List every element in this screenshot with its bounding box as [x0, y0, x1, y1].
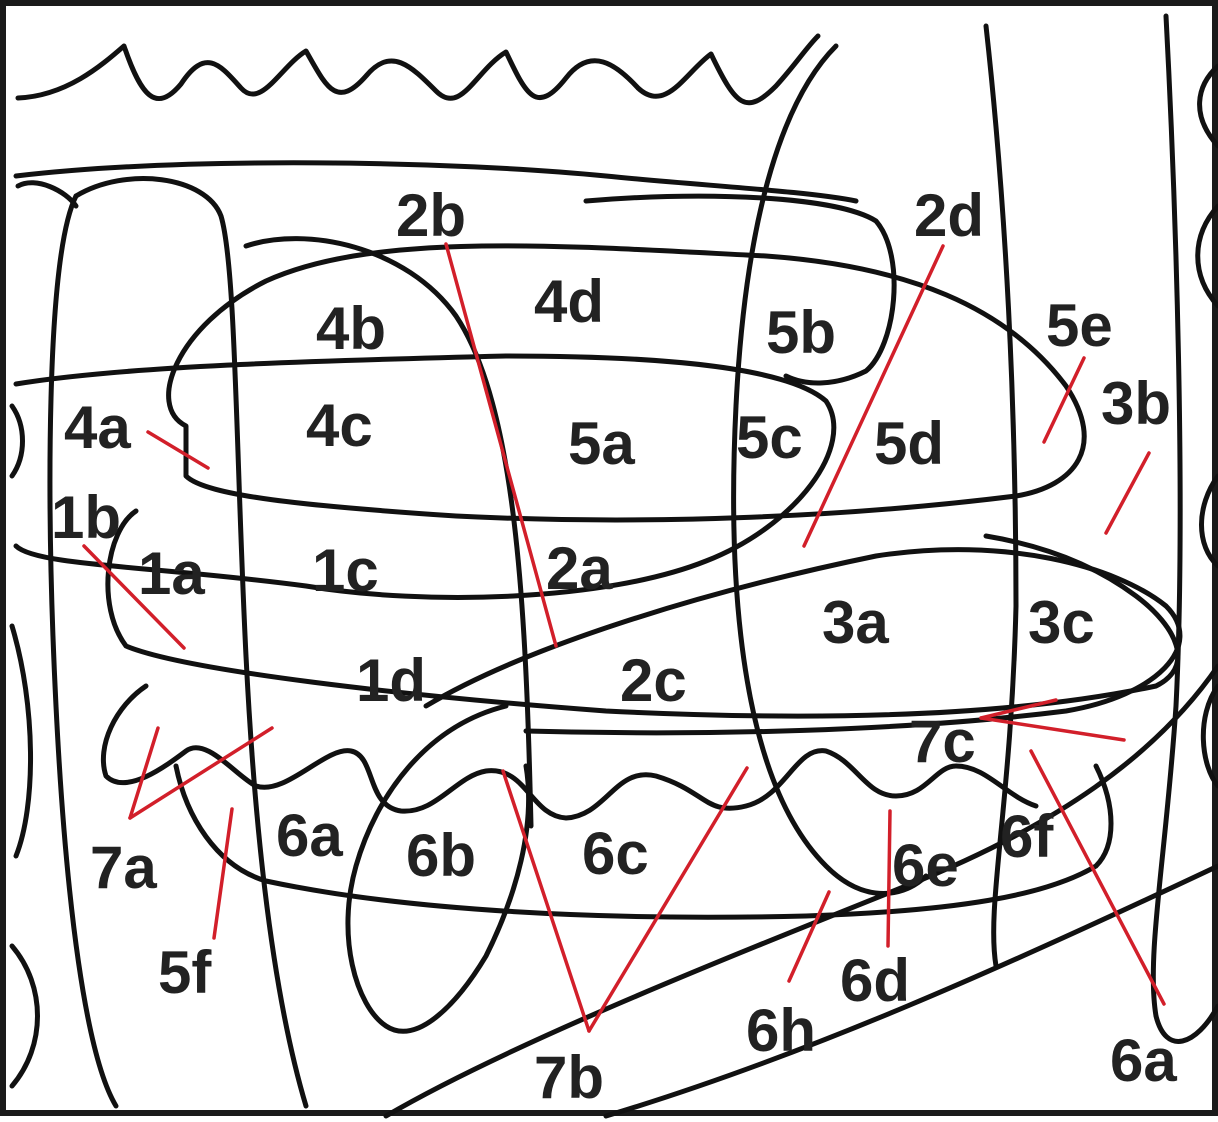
leader-4a — [148, 432, 208, 468]
label-2b: 2b — [396, 182, 466, 249]
label-2d: 2d — [914, 182, 984, 249]
middle-left-loop-outline — [246, 239, 531, 826]
label-5f: 5f — [158, 939, 212, 1006]
left-column-outline — [50, 196, 116, 1106]
hamburger-line-drawing: 2b 2d 4d 4b 5b 5e 3b 4a 4c 5a 5c 5d 1b 1… — [6, 6, 1218, 1122]
top-left-cap-outline — [18, 183, 76, 206]
label-6e: 6e — [892, 832, 959, 899]
label-1d: 1d — [356, 647, 426, 714]
label-6d: 6d — [840, 947, 910, 1014]
leader-6d — [888, 811, 890, 946]
label-3b: 3b — [1101, 370, 1171, 437]
label-2c: 2c — [620, 647, 687, 714]
leader-5f — [214, 809, 232, 938]
label-5a: 5a — [568, 410, 635, 477]
leader-2d — [804, 246, 943, 546]
label-7b: 7b — [534, 1044, 604, 1111]
label-5d: 5d — [874, 410, 944, 477]
label-6c: 6c — [582, 820, 649, 887]
label-5e: 5e — [1046, 292, 1113, 359]
leader-6h — [789, 892, 829, 981]
leader-5e — [1044, 358, 1084, 442]
label-6h: 6h — [746, 997, 816, 1064]
label-3a: 3a — [822, 589, 889, 656]
leader-7c-b — [981, 718, 1124, 740]
label-4b: 4b — [316, 295, 386, 362]
leader-6a-right — [1031, 751, 1164, 1004]
leader-7b-right — [589, 768, 747, 1031]
label-5c: 5c — [736, 404, 803, 471]
label-6b: 6b — [406, 822, 476, 889]
label-2a: 2a — [546, 535, 613, 602]
label-6a-left: 6a — [276, 802, 343, 869]
label-5b: 5b — [766, 299, 836, 366]
top-zigzag-outline — [18, 36, 818, 103]
label-4d: 4d — [534, 268, 604, 335]
leader-3b — [1106, 453, 1149, 533]
label-4c: 4c — [306, 392, 373, 459]
label-7c: 7c — [909, 708, 976, 775]
left-edge-squiggle-outline — [12, 406, 38, 1086]
label-6f: 6f — [1000, 803, 1054, 870]
far-right-vertical-outline — [1153, 16, 1218, 1041]
top-bun-outline — [169, 246, 1085, 520]
label-6a-right: 6a — [1110, 1027, 1177, 1094]
label-1a: 1a — [138, 540, 205, 607]
label-7a: 7a — [90, 834, 157, 901]
label-3c: 3c — [1028, 589, 1095, 656]
label-1c: 1c — [312, 537, 379, 604]
label-4a: 4a — [64, 394, 131, 461]
label-1b: 1b — [51, 484, 121, 551]
